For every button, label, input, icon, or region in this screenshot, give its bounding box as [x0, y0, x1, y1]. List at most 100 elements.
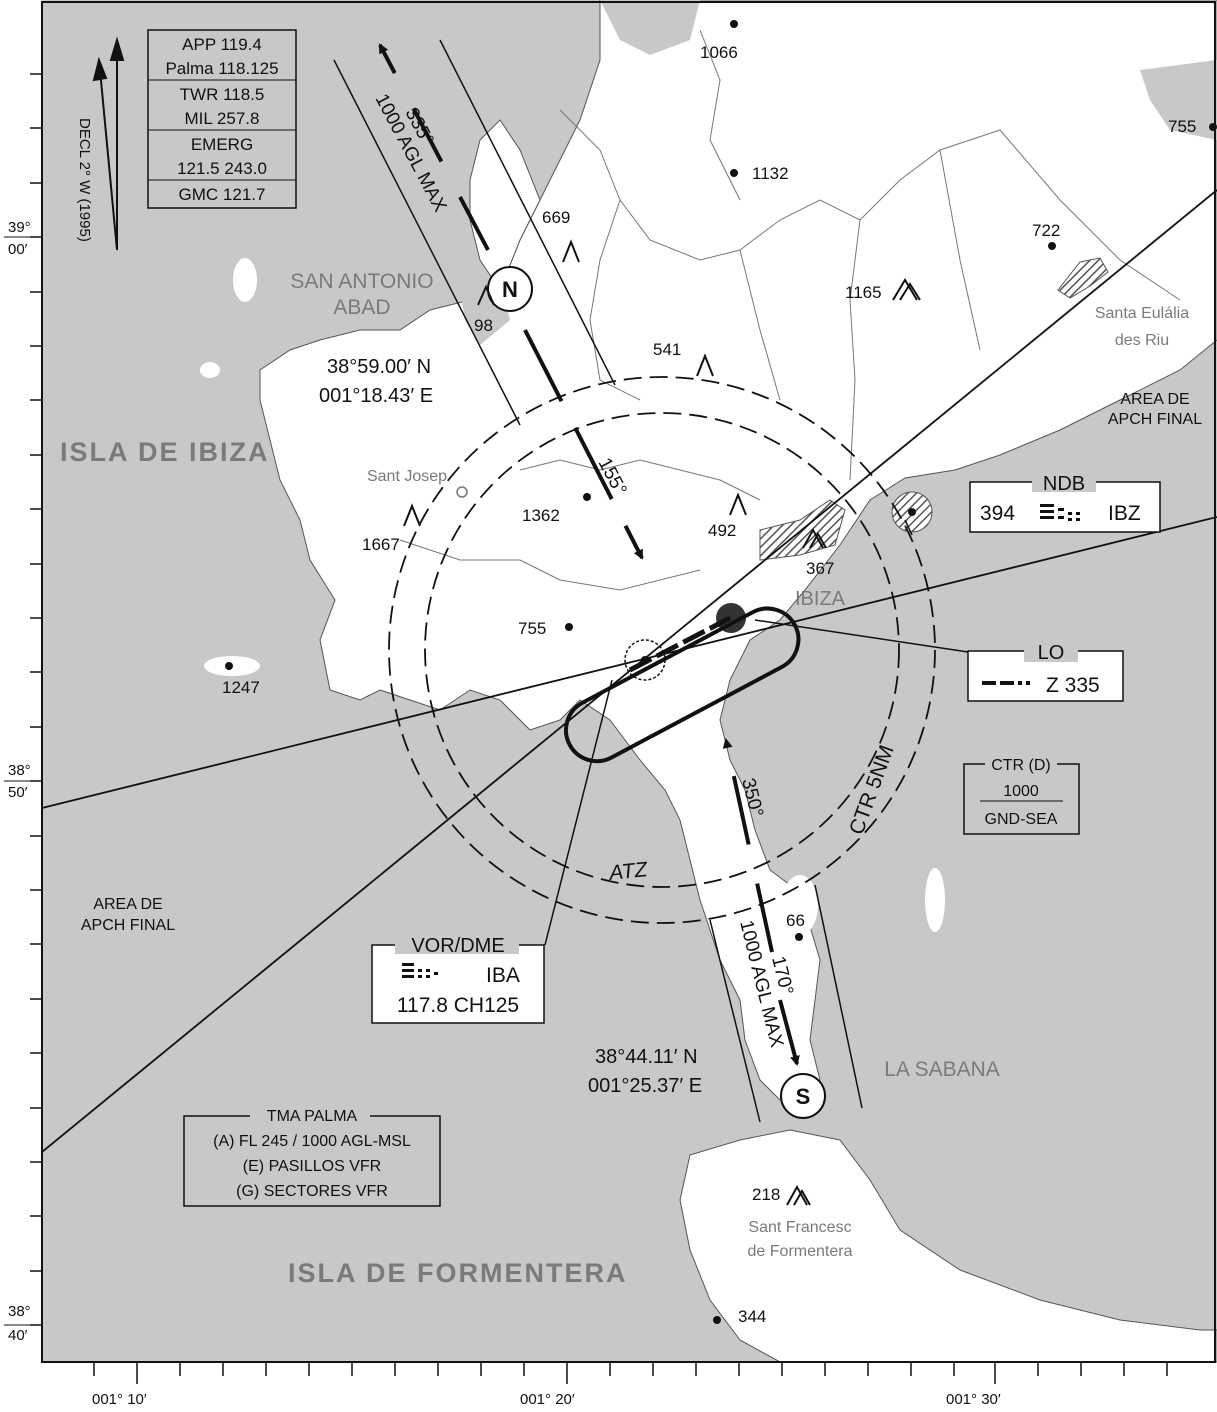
svg-text:367: 367 [806, 559, 834, 578]
ctr-box-title: CTR (D) [991, 757, 1051, 774]
tma-boundary-lines [41, 189, 1217, 1153]
svg-text:218: 218 [752, 1185, 780, 1204]
tma-class-e: (E) PASILLOS VFR [243, 1158, 381, 1175]
vor-symbol [624, 639, 666, 681]
sea-patch [600, 0, 700, 55]
svg-text:492: 492 [708, 521, 736, 540]
svg-text:755: 755 [518, 619, 546, 638]
ctr-box-lower: GND-SEA [985, 811, 1058, 828]
ctr-ring [388, 376, 936, 924]
chart-frame [41, 1, 1216, 1363]
svg-text:1362: 1362 [522, 506, 560, 525]
svg-text:541: 541 [653, 340, 681, 359]
formentera-island [679, 1129, 1217, 1363]
comms-emerg: EMERG [191, 135, 253, 154]
town-sant-francesc-1: Sant Francesc [748, 1219, 851, 1236]
comms-box [147, 29, 297, 209]
apch-west-2: APCH FINAL [81, 917, 175, 934]
svg-text:39°: 39° [8, 219, 31, 236]
ctr-box-upper: 1000 [1003, 783, 1039, 800]
town-santa-eulalia-2: des Riu [1115, 332, 1169, 349]
comms-app: APP 119.4 [182, 35, 262, 54]
ndb-box [969, 470, 1161, 533]
lo-ident: Z 335 [1046, 674, 1100, 697]
ndb-title: NDB [1043, 473, 1085, 495]
tma-class-a: (A) FL 245 / 1000 AGL-MSL [213, 1133, 411, 1150]
declination-arrows [92, 36, 125, 251]
town-la-sabana: LA SABANA [884, 1058, 1000, 1081]
town-san-antonio-1: SAN ANTONIO [290, 270, 433, 293]
vor-ident: IBA [486, 964, 520, 987]
elevation-labels: 1066 755 1132 669 722 1165 98 541 1362 4… [222, 43, 1196, 1326]
town-dot [456, 486, 468, 498]
declination-label: DECL 2° W (1995) [76, 118, 93, 242]
svg-text:66: 66 [786, 911, 805, 930]
islet [233, 258, 257, 302]
peak-icons [403, 239, 921, 1206]
town-san-antonio-2: ABAD [333, 296, 390, 319]
tma-class-g: (G) SECTORES VFR [236, 1183, 388, 1200]
ndb-morse-icon [1040, 504, 1080, 521]
vfr-corridor-north [333, 39, 616, 426]
circuit-pattern [564, 606, 801, 764]
svg-text:344: 344 [738, 1307, 766, 1326]
svg-text:40′: 40′ [8, 1327, 28, 1344]
tma-box [183, 1105, 441, 1207]
svg-text:669: 669 [542, 208, 570, 227]
town-sant-francesc-2: de Formentera [748, 1243, 853, 1260]
ndb-freq: 394 [980, 502, 1015, 525]
route-north-inbound [523, 329, 644, 560]
town-santa-eulalia-1: Santa Eulália [1095, 305, 1189, 322]
lo-morse-icon [982, 681, 1030, 685]
town-sant-josep: Sant Josep [367, 468, 447, 485]
sea-patch [1140, 60, 1217, 140]
vfr-corridor-south [709, 884, 863, 1123]
vor-center [641, 656, 649, 664]
apch-east-2: APCH FINAL [1108, 411, 1202, 428]
lo-box [967, 640, 1124, 702]
lo-title: LO [1038, 642, 1065, 664]
islet [200, 362, 220, 378]
apch-west-1: AREA DE [93, 896, 162, 913]
spot-heights [225, 20, 1217, 1324]
svg-text:38°: 38° [8, 762, 31, 779]
svg-text:1165: 1165 [845, 283, 882, 302]
apch-east-1: AREA DE [1120, 391, 1189, 408]
svg-text:98: 98 [474, 316, 493, 335]
atz-label: ATZ [606, 858, 649, 885]
grid-labels: 39° 00′ 38° 50′ 38° 40′ 001° 10′ 001° 20… [4, 219, 1001, 1408]
comms-mil: MIL 257.8 [185, 109, 260, 128]
svg-text:1132: 1132 [752, 164, 789, 183]
terrain-lines [399, 29, 1181, 591]
svg-text:1066: 1066 [700, 43, 738, 62]
route-north-outbound [378, 43, 490, 251]
island-ibiza-label: ISLA DE IBIZA [60, 437, 270, 467]
leader-lines [544, 519, 969, 946]
comms-gmc: GMC 121.7 [179, 185, 266, 204]
vrp-south-circle [780, 1073, 826, 1119]
svg-text:50′: 50′ [8, 784, 28, 801]
svg-text:001° 20′: 001° 20′ [520, 1391, 575, 1408]
svg-text:722: 722 [1032, 221, 1060, 240]
vor-box [371, 932, 545, 1024]
svg-text:755: 755 [1168, 117, 1196, 136]
vrp-south-lon: 001°25.37′ E [588, 1075, 702, 1097]
ndb-center [908, 508, 916, 516]
town-santa-eulalia-area [1057, 257, 1109, 299]
islet [925, 868, 945, 932]
vrp-north-lon: 001°18.43′ E [319, 385, 433, 407]
bottom-ticks [93, 1362, 1168, 1384]
svg-text:001° 30′: 001° 30′ [946, 1391, 1001, 1408]
island-formentera-label: ISLA DE FORMENTERA [288, 1258, 628, 1288]
atz-ring [424, 412, 900, 888]
svg-text:00′: 00′ [8, 241, 28, 258]
vor-title: VOR/DME [411, 935, 504, 957]
ibiza-island [259, 0, 1217, 1111]
svg-text:1247: 1247 [222, 678, 260, 697]
ctr-box [963, 753, 1080, 835]
route-south-inbound [722, 738, 774, 953]
vor-morse-icon [402, 963, 438, 978]
vrp-north-letter: N [502, 277, 518, 302]
vrp-north-lat: 38°59.00′ N [327, 356, 431, 378]
left-ticks [30, 73, 42, 1326]
